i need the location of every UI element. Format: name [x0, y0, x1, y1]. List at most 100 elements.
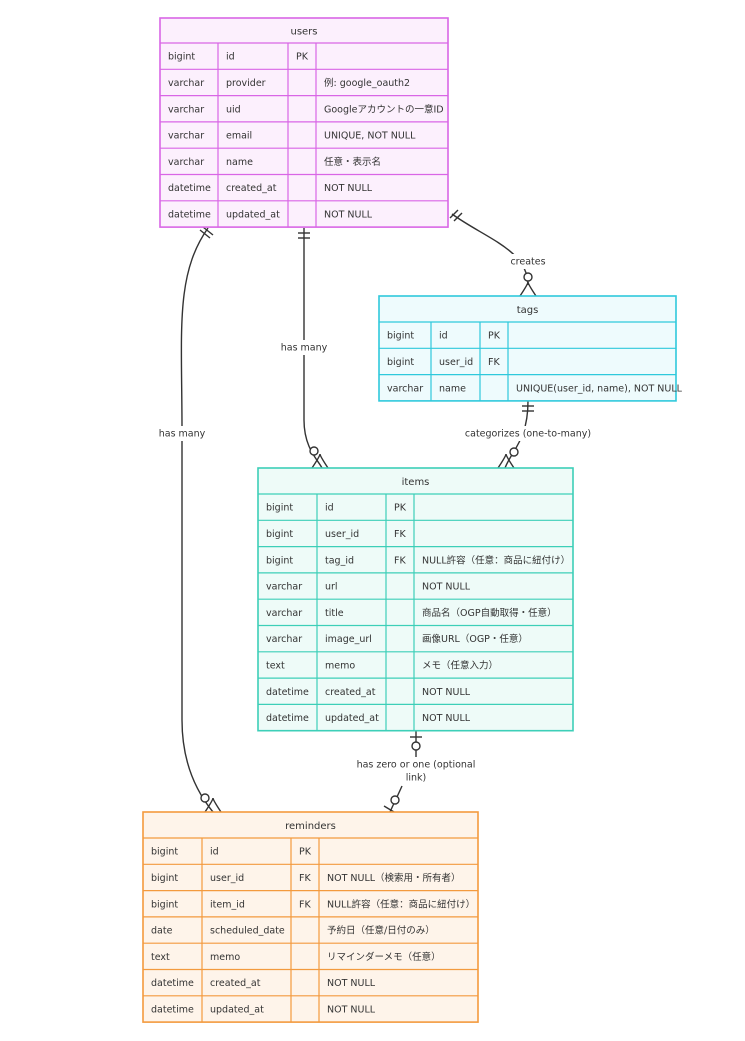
attr-name: scheduled_date — [210, 926, 285, 937]
attribute-row: date scheduled_date 予約日（任意/日付のみ） — [151, 925, 435, 937]
attr-type: varchar — [168, 157, 204, 168]
attr-key: FK — [488, 357, 500, 368]
attr-name: memo — [210, 952, 240, 963]
attr-comment: 予約日（任意/日付のみ） — [327, 925, 435, 937]
entity-title: reminders — [285, 821, 336, 832]
attribute-row: varchar name UNIQUE(user_id, name), NOT NU… — [387, 383, 683, 394]
relationship-label-items-reminders: has zero or one (optional link) — [339, 757, 493, 785]
label-background — [277, 340, 331, 355]
attr-type: date — [151, 926, 173, 937]
one-marker — [199, 229, 211, 239]
attr-comment: NOT NULL — [327, 978, 376, 989]
attr-type: datetime — [266, 687, 309, 698]
attr-name: id — [226, 52, 235, 63]
entity-title: tags — [517, 305, 539, 316]
attr-type: text — [266, 660, 285, 671]
label-background — [155, 426, 209, 441]
relationship-labels: creates has many has many categorizes (one-… — [155, 254, 605, 785]
attr-type: datetime — [168, 209, 211, 220]
attr-type: datetime — [168, 183, 211, 194]
attr-name: email — [226, 131, 252, 142]
one-marker — [202, 226, 214, 236]
attr-comment: NOT NULL — [324, 183, 373, 194]
relationship-label-text: has zero or one (optional — [357, 760, 476, 771]
attr-type: bigint — [151, 899, 178, 910]
zero-marker — [509, 447, 519, 457]
attr-type: varchar — [266, 634, 302, 645]
attr-name: name — [439, 383, 466, 394]
attr-name: created_at — [325, 687, 376, 698]
relationship-label-users-tags: creates — [504, 254, 552, 269]
attr-key: FK — [394, 555, 406, 566]
attr-comment: 商品名（OGP自動取得・任意） — [422, 607, 557, 619]
attribute-row: datetime created_at NOT NULL — [266, 687, 471, 698]
attr-comment: NOT NULL — [422, 687, 471, 698]
attr-comment: UNIQUE(user_id, name), NOT NULL — [516, 383, 683, 394]
attr-type: varchar — [387, 383, 423, 394]
label-background — [339, 757, 493, 785]
attr-name: tag_id — [325, 555, 354, 566]
attr-name: name — [226, 157, 253, 168]
entity-title: users — [290, 27, 317, 38]
attr-key: FK — [299, 899, 311, 910]
attr-type: varchar — [266, 582, 302, 593]
attr-name: user_id — [325, 529, 359, 540]
zero-marker — [411, 741, 421, 751]
many-marker — [319, 453, 329, 469]
attr-name: user_id — [210, 873, 244, 884]
attr-comment: NOT NULL — [324, 209, 373, 220]
attr-type: text — [151, 952, 170, 963]
attribute-row: text memo リマインダーメモ（任意） — [151, 951, 441, 963]
attr-type: bigint — [387, 357, 414, 368]
attr-comment: NOT NULL — [422, 582, 471, 593]
relationship-label-users-items: has many — [277, 340, 331, 355]
zero-marker — [200, 793, 210, 803]
attr-name: memo — [325, 660, 355, 671]
attr-type: bigint — [151, 873, 178, 884]
relationship-label-tags-items: categorizes (one-to-many) — [451, 426, 605, 441]
attr-key: FK — [299, 873, 311, 884]
attr-comment: NULL許容（任意：商品に紐付け） — [422, 554, 570, 566]
relationship-label-text: has many — [159, 429, 206, 440]
attr-type: bigint — [168, 52, 195, 63]
attr-type: bigint — [266, 503, 293, 514]
entity-title: items — [402, 477, 430, 488]
label-background — [504, 254, 552, 269]
relationship-label-text: creates — [510, 257, 545, 268]
attr-type: bigint — [151, 847, 178, 858]
relationship-label-users-reminders: has many — [155, 426, 209, 441]
relationship-label-text: link) — [406, 773, 427, 784]
attr-name: id — [325, 503, 334, 514]
attr-type: varchar — [168, 78, 204, 89]
attr-name: image_url — [325, 634, 372, 645]
one-marker — [453, 212, 463, 222]
attr-comment: リマインダーメモ（任意） — [327, 951, 441, 963]
attr-comment: Googleアカウントの一意ID — [324, 103, 444, 115]
attr-name: updated_at — [226, 209, 280, 220]
attr-name: updated_at — [325, 713, 379, 724]
label-background — [451, 426, 605, 441]
many-marker — [527, 281, 537, 297]
attr-name: user_id — [439, 357, 473, 368]
attr-name: updated_at — [210, 1004, 264, 1015]
